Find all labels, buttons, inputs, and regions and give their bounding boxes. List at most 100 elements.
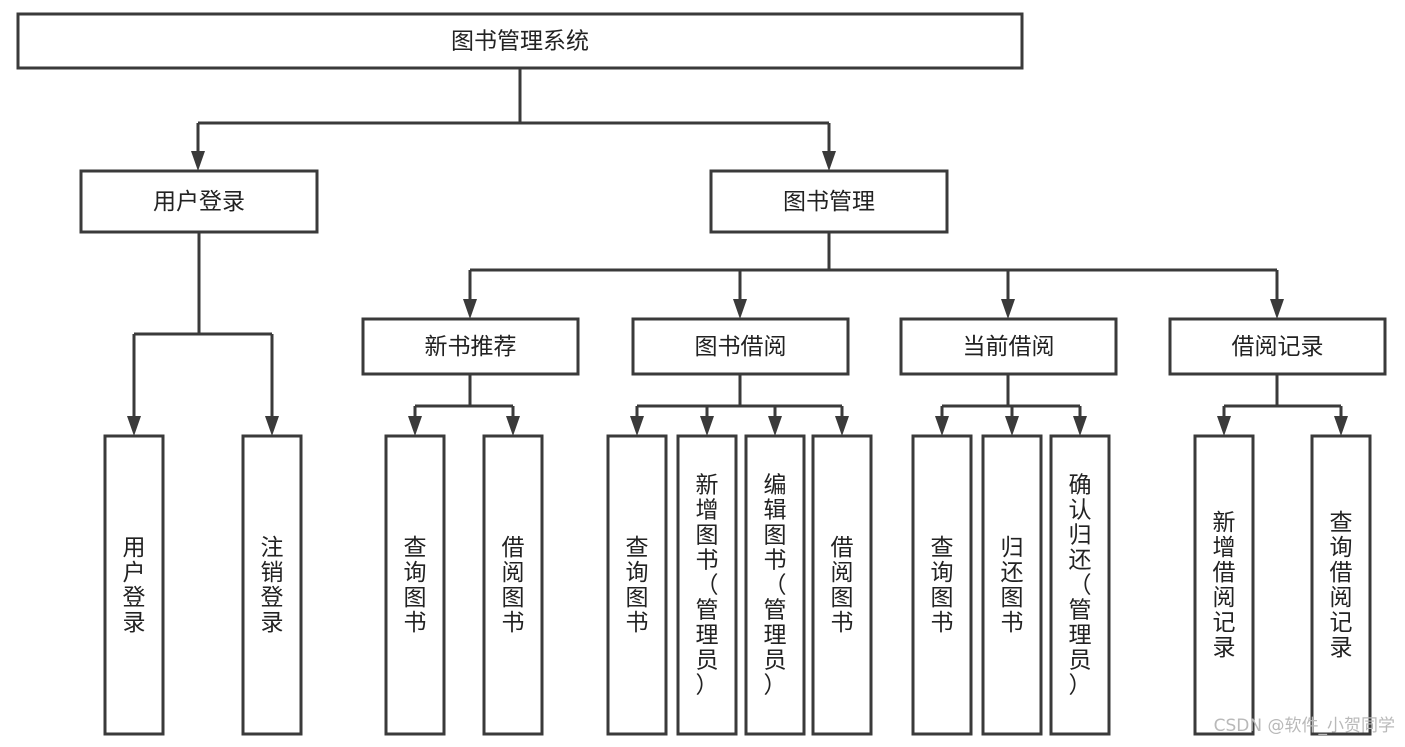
- node-leaf-user-logout[interactable]: 注销登录: [241, 434, 303, 736]
- node-leaf-add-book-box[interactable]: [676, 434, 738, 736]
- node-leaf-add-book[interactable]: 新增图书（管理员）: [676, 434, 738, 736]
- arrow-head-icon: [463, 299, 477, 319]
- node-leaf-add-record-box[interactable]: [1193, 434, 1255, 736]
- arrow-head-icon: [1001, 299, 1015, 319]
- node-leaf-borrow-book-1-label: 借阅图书: [502, 535, 525, 636]
- connector-root-to-user-login: [191, 123, 205, 171]
- connector-book-manage-to-new-book: [463, 270, 477, 319]
- node-leaf-query-book-3-label: 查询图书: [931, 535, 954, 636]
- node-user-login[interactable]: 用户登录: [79, 169, 319, 234]
- nodes-layer: 图书管理系统用户登录图书管理新书推荐图书借阅当前借阅借阅记录用户登录注销登录查询…: [16, 12, 1387, 736]
- node-leaf-return-book-label: 归还图书: [1001, 535, 1024, 636]
- node-leaf-query-book-1[interactable]: 查询图书: [384, 434, 446, 736]
- node-leaf-query-book-1-box[interactable]: [384, 434, 446, 736]
- node-new-book-recommend[interactable]: 新书推荐: [361, 317, 580, 376]
- connector-new-book-to-leaf-2: [506, 406, 520, 436]
- node-leaf-user-login-box[interactable]: [103, 434, 165, 736]
- node-leaf-add-book-label: 新增图书（管理员）: [696, 473, 719, 699]
- node-leaf-return-book-box[interactable]: [981, 434, 1043, 736]
- arrow-head-icon: [733, 299, 747, 319]
- node-leaf-borrow-book-2[interactable]: 借阅图书: [811, 434, 873, 736]
- node-leaf-query-record-box[interactable]: [1310, 434, 1372, 736]
- node-leaf-edit-book-label: 编辑图书（管理员）: [764, 473, 787, 699]
- connector-new-book-to-leaf-1: [408, 406, 422, 436]
- node-leaf-query-book-3-box[interactable]: [911, 434, 973, 736]
- arrow-head-icon: [1217, 416, 1231, 436]
- connector-book-manage-to-current: [1001, 270, 1015, 319]
- arrow-head-icon: [935, 416, 949, 436]
- node-leaf-confirm-return-box[interactable]: [1049, 434, 1111, 736]
- node-leaf-borrow-book-2-box[interactable]: [811, 434, 873, 736]
- connector-book-manage-to-record: [1270, 270, 1284, 319]
- connector-record-to-leaf-1: [1217, 406, 1231, 436]
- node-user-login-box[interactable]: [79, 169, 319, 234]
- node-book-borrow-box[interactable]: [631, 317, 850, 376]
- arrow-head-icon: [1334, 416, 1348, 436]
- arrow-head-icon: [768, 416, 782, 436]
- node-leaf-user-login-label: 用户登录: [123, 535, 146, 636]
- node-new-book-recommend-box[interactable]: [361, 317, 580, 376]
- node-leaf-confirm-return[interactable]: 确认归还（管理员）: [1049, 434, 1111, 736]
- node-leaf-query-book-2-label: 查询图书: [626, 535, 649, 636]
- connector-book-manage-to-borrow: [733, 270, 747, 319]
- connectors-layer: [127, 68, 1348, 436]
- node-book-borrow[interactable]: 图书借阅: [631, 317, 850, 376]
- node-leaf-query-book-2-box[interactable]: [606, 434, 668, 736]
- arrow-head-icon: [506, 416, 520, 436]
- node-root-label: 图书管理系统: [451, 29, 589, 55]
- arrow-head-icon: [265, 416, 279, 436]
- node-leaf-borrow-book-2-label: 借阅图书: [831, 535, 854, 636]
- connector-user-login-to-leaf-1: [127, 334, 141, 436]
- node-current-borrow-box[interactable]: [899, 317, 1118, 376]
- arrow-head-icon: [835, 416, 849, 436]
- node-book-borrow-label: 图书借阅: [695, 334, 787, 360]
- node-leaf-borrow-book-1[interactable]: 借阅图书: [482, 434, 544, 736]
- node-borrow-record-label: 借阅记录: [1232, 334, 1324, 360]
- node-leaf-query-record[interactable]: 查询借阅记录: [1310, 434, 1372, 736]
- node-user-login-label: 用户登录: [153, 189, 245, 215]
- node-leaf-edit-book-box[interactable]: [744, 434, 806, 736]
- arrow-head-icon: [127, 416, 141, 436]
- connector-user-login-to-leaf-2: [265, 334, 279, 436]
- connector-borrow-to-leaf-1: [630, 406, 644, 436]
- arrow-head-icon: [700, 416, 714, 436]
- node-leaf-edit-book[interactable]: 编辑图书（管理员）: [744, 434, 806, 736]
- node-leaf-borrow-book-1-box[interactable]: [482, 434, 544, 736]
- node-borrow-record-box[interactable]: [1168, 317, 1387, 376]
- node-current-borrow-label: 当前借阅: [963, 334, 1055, 360]
- node-current-borrow[interactable]: 当前借阅: [899, 317, 1118, 376]
- node-leaf-confirm-return-label: 确认归还（管理员）: [1069, 473, 1092, 699]
- node-root[interactable]: 图书管理系统: [16, 12, 1024, 70]
- node-book-manage[interactable]: 图书管理: [709, 169, 949, 234]
- node-leaf-query-book-2[interactable]: 查询图书: [606, 434, 668, 736]
- node-leaf-user-login[interactable]: 用户登录: [103, 434, 165, 736]
- node-borrow-record[interactable]: 借阅记录: [1168, 317, 1387, 376]
- node-book-manage-box[interactable]: [709, 169, 949, 234]
- node-book-manage-label: 图书管理: [783, 189, 875, 215]
- connector-borrow-to-leaf-2: [700, 406, 714, 436]
- node-leaf-add-record-label: 新增借阅记录: [1213, 510, 1236, 661]
- connector-current-to-leaf-1: [935, 406, 949, 436]
- connector-current-to-leaf-3: [1073, 406, 1087, 436]
- arrow-head-icon: [822, 151, 836, 171]
- connector-borrow-to-leaf-4: [835, 406, 849, 436]
- node-leaf-user-logout-label: 注销登录: [261, 535, 284, 636]
- arrow-head-icon: [191, 151, 205, 171]
- node-leaf-user-logout-box[interactable]: [241, 434, 303, 736]
- node-new-book-recommend-label: 新书推荐: [425, 334, 517, 360]
- connector-current-to-leaf-2: [1005, 406, 1019, 436]
- connector-record-to-leaf-2: [1334, 406, 1348, 436]
- watermark-label: CSDN @软件_小贺同学: [1214, 716, 1395, 736]
- connector-root-to-book-manage: [822, 123, 836, 171]
- arrow-head-icon: [630, 416, 644, 436]
- node-leaf-query-book-1-label: 查询图书: [404, 535, 427, 636]
- arrow-head-icon: [1005, 416, 1019, 436]
- node-leaf-query-book-3[interactable]: 查询图书: [911, 434, 973, 736]
- arrow-head-icon: [1270, 299, 1284, 319]
- node-leaf-return-book[interactable]: 归还图书: [981, 434, 1043, 736]
- node-leaf-add-record[interactable]: 新增借阅记录: [1193, 434, 1255, 736]
- arrow-head-icon: [408, 416, 422, 436]
- node-root-box[interactable]: [16, 12, 1024, 70]
